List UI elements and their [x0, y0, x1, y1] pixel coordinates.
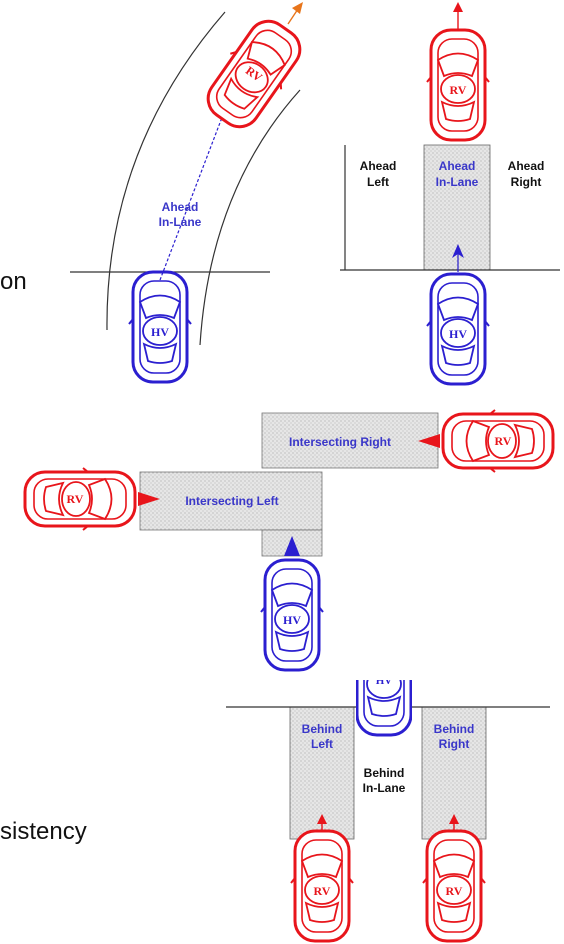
- label-behind-left-2: Left: [311, 737, 333, 751]
- rv-car-left-label: RV: [314, 884, 331, 898]
- rv-car-label: RV: [450, 83, 467, 97]
- hv-car-icon: HV: [259, 558, 325, 672]
- label-intersecting-right: Intersecting Right: [289, 435, 391, 449]
- label-ahead-right: Ahead: [508, 159, 545, 173]
- zone-label-ahead-inlane: Ahead: [162, 200, 199, 214]
- hv-car-label: HV: [151, 325, 169, 339]
- rv-car-right-label: RV: [446, 884, 463, 898]
- label-behind-right: Behind: [434, 722, 475, 736]
- hv-car-label: HV: [376, 675, 393, 687]
- label-ahead-left: Ahead: [360, 159, 397, 173]
- text-fragment-bottom: sistency: [0, 818, 87, 845]
- panel-intersecting: Intersecting Right Intersecting Left RV …: [23, 408, 555, 672]
- hv-arrowhead: [452, 244, 464, 258]
- rv-car-icon: RV: [425, 28, 491, 142]
- label-behind-left: Behind: [302, 722, 343, 736]
- hv-car-label: HV: [449, 327, 467, 341]
- hv-car-icon: HV: [356, 675, 412, 737]
- text-fragment-top: on: [0, 268, 27, 295]
- hv-car-label: HV: [283, 613, 301, 627]
- lane-boundary-left: [106, 11, 226, 331]
- rv-car-left-label: RV: [67, 492, 84, 506]
- hv-car-icon: HV: [425, 272, 491, 386]
- heading-arrowhead: [292, 2, 303, 14]
- hv-arrowhead: [284, 536, 300, 556]
- rv-left-arrowhead: [317, 814, 327, 824]
- rv-left-arrowhead: [138, 492, 160, 506]
- rv-car-left-icon: RV: [289, 829, 355, 943]
- heading-arrowhead: [453, 2, 463, 12]
- rv-car-right-label: RV: [495, 434, 512, 448]
- zone-intersecting-right: [261, 412, 439, 469]
- panel-curve: HV RV Ahead In-Lane: [70, 2, 313, 384]
- label-behind-inlane: Behind: [364, 766, 405, 780]
- rv-right-arrowhead: [449, 814, 459, 824]
- label-ahead-right-2: Right: [511, 175, 542, 189]
- label-ahead-inlane-2: In-Lane: [436, 175, 479, 189]
- zone-label-ahead-inlane-2: In-Lane: [159, 215, 202, 229]
- panel-ahead: RV HV Ahead Left Ahead In-Lane Ahead Rig…: [340, 2, 560, 386]
- label-ahead-left-2: Left: [367, 175, 389, 189]
- label-behind-inlane-2: In-Lane: [363, 781, 406, 795]
- rv-car-right-icon: RV: [421, 829, 487, 943]
- hv-car-icon: HV: [127, 270, 193, 384]
- label-ahead-inlane: Ahead: [439, 159, 476, 173]
- lane-boundary-right: [199, 89, 301, 346]
- rv-right-arrowhead: [418, 434, 440, 448]
- panel-behind: HV Behind Left Behind In-Lane Behind Rig…: [226, 675, 550, 943]
- label-behind-right-2: Right: [439, 737, 470, 751]
- rv-car-icon: RV: [195, 9, 313, 139]
- label-intersecting-left: Intersecting Left: [185, 494, 278, 508]
